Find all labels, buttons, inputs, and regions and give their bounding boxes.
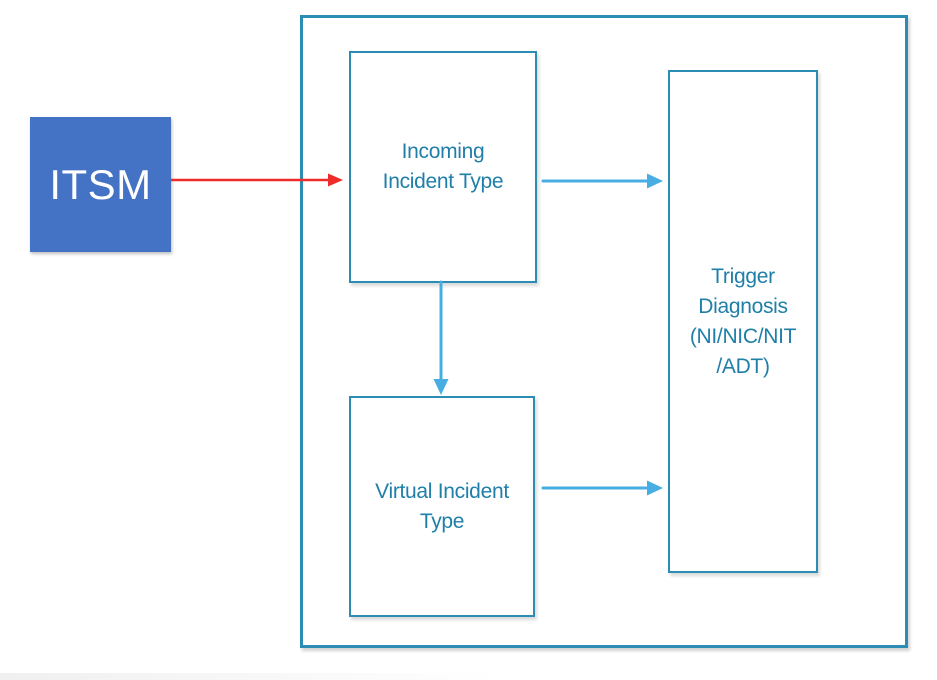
label-line: Incident Type <box>382 170 504 193</box>
label-line: Diagnosis <box>698 294 788 318</box>
process-boundary-rect <box>300 15 908 648</box>
node-incoming-incident-type: Incoming Incident Type <box>349 51 537 283</box>
label-line: Incoming <box>401 140 485 163</box>
node-virtual-incident-type: Virtual Incident Type <box>349 396 535 617</box>
label-line: /ADT) <box>716 354 770 378</box>
node-incoming-incident-type-label: Incoming Incident Type <box>383 137 504 197</box>
label-line: Type <box>419 509 465 533</box>
label-line: Trigger <box>711 264 775 288</box>
node-itsm-label: ITSM <box>49 160 152 208</box>
node-trigger-diagnosis-label: Trigger Diagnosis (NI/NIC/NIT /ADT) <box>689 262 797 382</box>
bottom-shadow-strip <box>0 673 500 680</box>
label-line: Virtual Incident <box>375 479 509 503</box>
label-line: (NI/NIC/NIT <box>689 324 797 348</box>
node-itsm: ITSM <box>30 117 171 252</box>
node-trigger-diagnosis: Trigger Diagnosis (NI/NIC/NIT /ADT) <box>668 70 818 573</box>
node-virtual-incident-type-label: Virtual Incident Type <box>375 477 509 537</box>
